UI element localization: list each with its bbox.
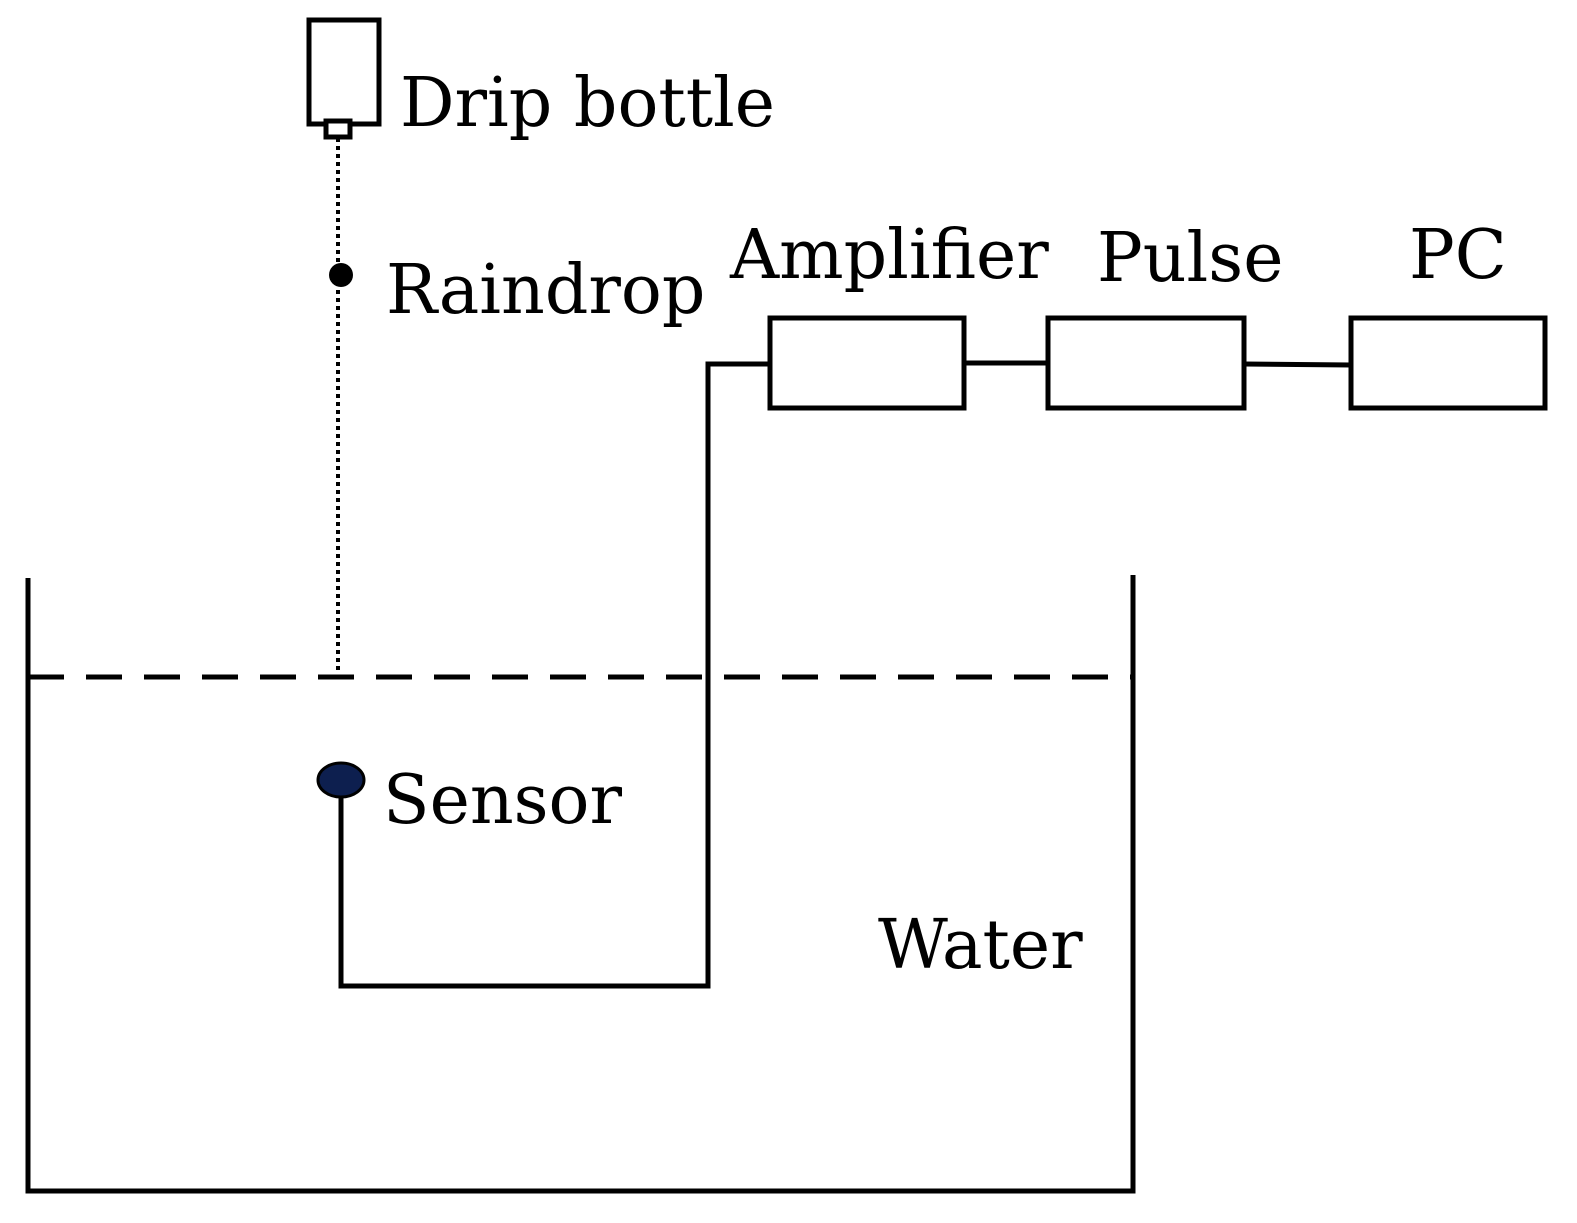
pulse-label: Pulse [1097, 219, 1283, 298]
water-label: Water [878, 906, 1083, 985]
drip-bottle-body [306, 17, 382, 127]
raindrop-label: Raindrop [386, 251, 705, 330]
pulse-pc-connector [1243, 361, 1352, 368]
sensor-icon [316, 761, 366, 799]
drip-bottle-label: Drip bottle [400, 64, 775, 143]
drip-bottle [306, 17, 382, 140]
water-tank [25, 575, 1136, 1194]
pc-label: PC [1409, 216, 1507, 295]
pc-box [1348, 315, 1548, 411]
amplifier-box [767, 315, 967, 411]
sensor-cable [338, 361, 770, 989]
pulse-box [1045, 315, 1247, 411]
raindrop-icon [329, 263, 353, 287]
drip-bottle-nozzle [323, 118, 353, 140]
sensor-label: Sensor [383, 761, 622, 840]
amplifier-label: Amplifier [729, 216, 1049, 295]
